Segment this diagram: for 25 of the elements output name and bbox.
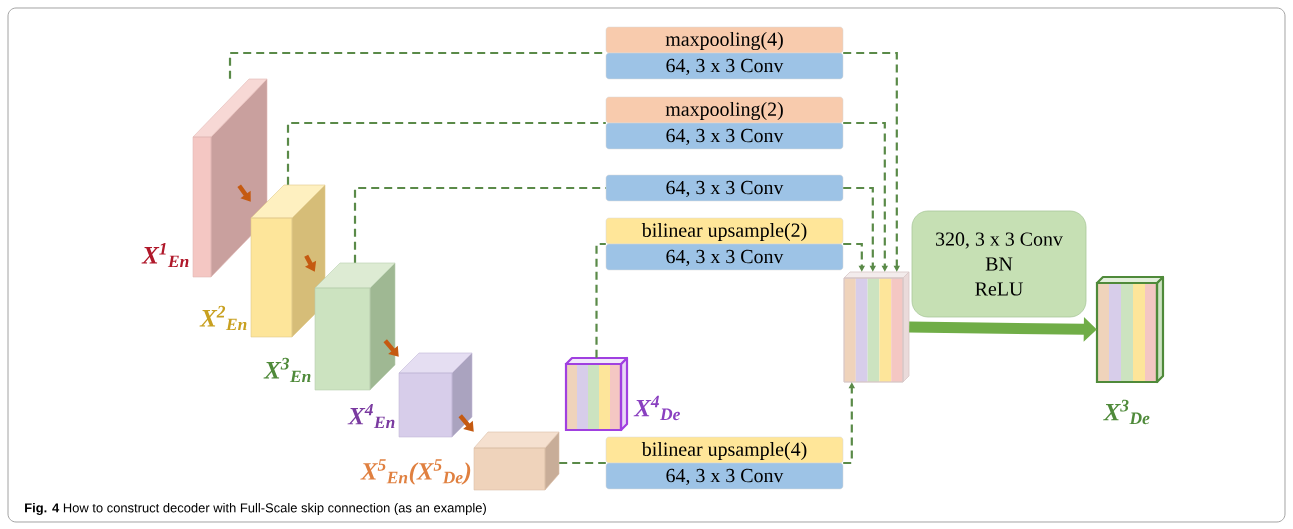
node-label: 64, 3 x 3 Conv bbox=[666, 249, 784, 267]
caption: Fig. 4 How to construct decoder with Full-Scale skip connection (as an example) bbox=[25, 502, 486, 516]
operation-box: bilinear upsample(4) 64, 3 x 3 Conv bbox=[605, 436, 844, 490]
connector-line bbox=[353, 186, 606, 263]
connector-line bbox=[286, 121, 606, 185]
node-label: maxpooling(2) bbox=[665, 101, 783, 121]
block-label: X$^{1}$En bbox=[141, 242, 189, 268]
block-label: X$^{5}$$_{En}$(X$^{5}$$_{De}$) bbox=[360, 459, 471, 485]
operation-box: maxpooling(2) 64, 3 x 3 Conv bbox=[605, 96, 844, 150]
operation-box: 64, 3 x 3 Conv bbox=[605, 174, 844, 202]
block-label: X$^{2}$En bbox=[199, 305, 247, 331]
operation-box: maxpooling(4) 64, 3 x 3 Conv bbox=[605, 26, 844, 80]
block-label: X$^{3}$De bbox=[1103, 399, 1150, 425]
operation-box: bilinear upsample(2) 64, 3 x 3 Conv bbox=[605, 217, 844, 271]
connector-arrow bbox=[458, 414, 474, 432]
node-label: 64, 3 x 3 Conv bbox=[666, 468, 784, 486]
node-label: 64, 3 x 3 Conv bbox=[666, 58, 784, 76]
block-label: X$^{4}$En bbox=[347, 403, 395, 429]
connector-arrow bbox=[383, 339, 399, 357]
block-label: X$^{3}$En bbox=[263, 357, 311, 383]
connector-line bbox=[595, 242, 606, 358]
block-label: X$^{4}$De bbox=[633, 395, 680, 421]
connector-line bbox=[559, 461, 606, 465]
concatenated-feature-block bbox=[843, 271, 910, 383]
operation-box: 320, 3 x 3 Conv BN ReLU bbox=[911, 210, 1087, 318]
